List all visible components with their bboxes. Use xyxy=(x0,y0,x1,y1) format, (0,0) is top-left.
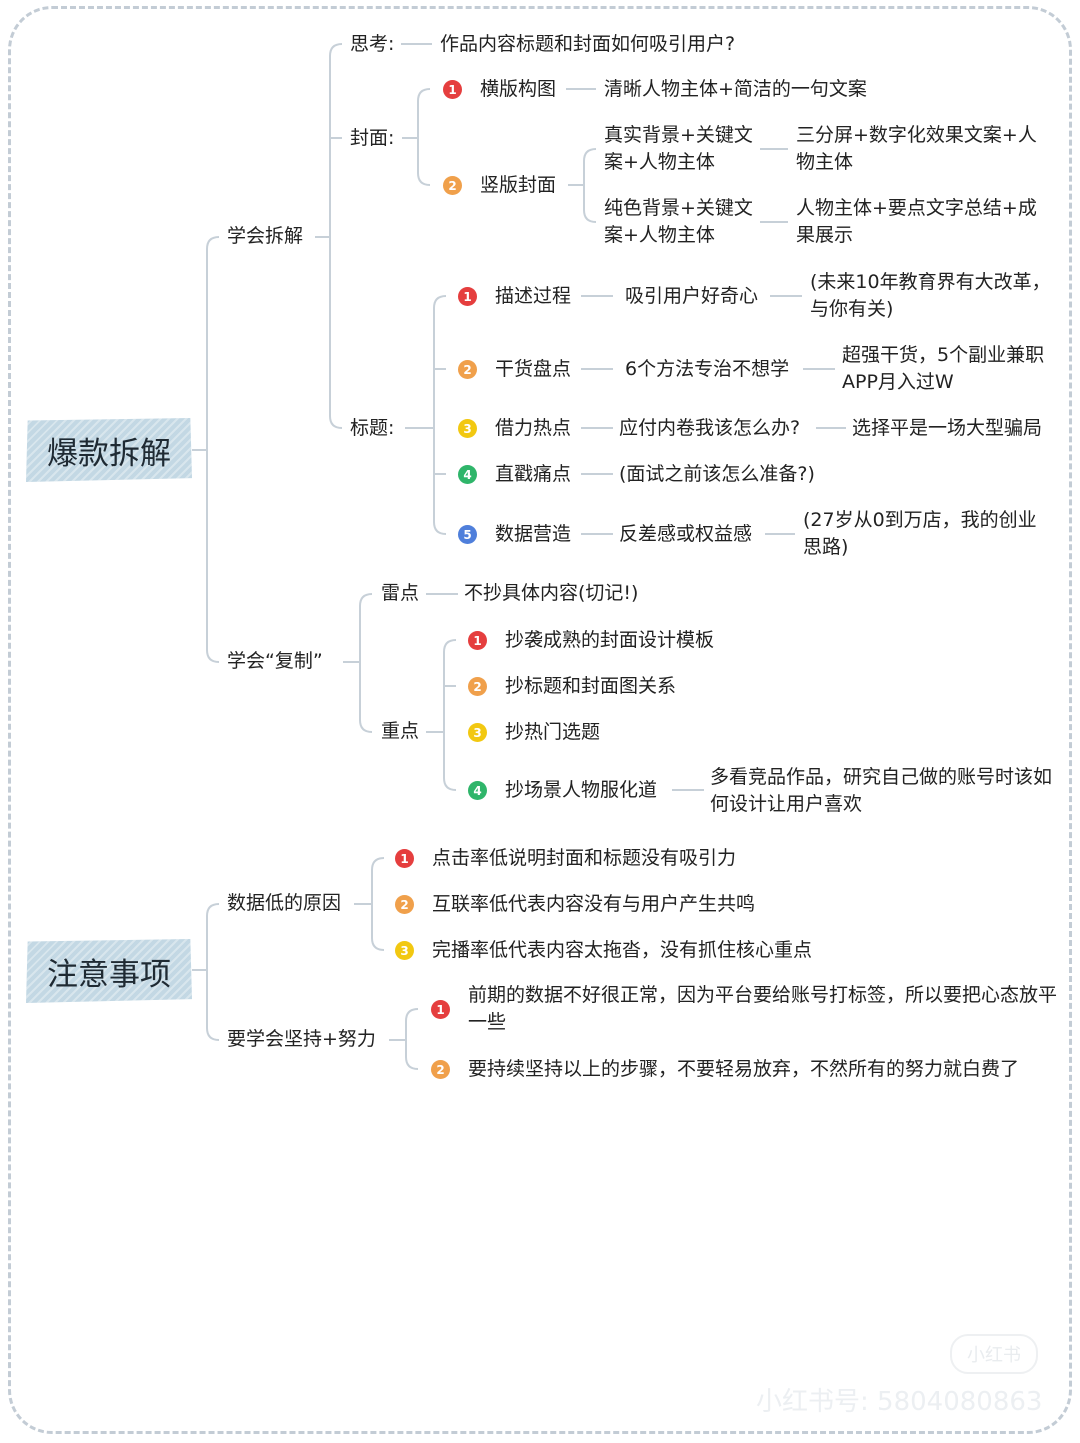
title-item-label: 直戳痛点 xyxy=(495,463,572,485)
watermark-logo: 小红书 xyxy=(950,1334,1038,1374)
title-item-label: 干货盘点 xyxy=(495,358,572,380)
number-badge-2-icon: 2 xyxy=(443,176,462,195)
number-badge-1-icon: 1 xyxy=(431,1000,450,1019)
node-mine: 雷点 xyxy=(381,582,420,604)
number-badge-1-icon: 1 xyxy=(468,631,487,650)
key-item: 抄场景人物服化道 xyxy=(505,779,658,801)
key-item-example: 多看竞品作品，研究自己做的账号时该如何设计让用户喜欢 xyxy=(710,766,1053,815)
node-vertical-a: 真实背景+关键文案+人物主体 xyxy=(604,124,753,173)
node-vertical-a-detail: 三分屏+数字化效果文案+人物主体 xyxy=(796,124,1037,173)
persist-item: 前期的数据不好很正常，因为平台要给账号打标签，所以要把心态放平一些 xyxy=(468,984,1058,1033)
node-vertical-b-detail: 人物主体+要点文字总结+成果展示 xyxy=(796,197,1037,246)
title-item-label: 借力热点 xyxy=(495,417,572,439)
title-item-mid: 应付内卷我该怎么办? xyxy=(619,417,801,439)
root-label: 注意事项 xyxy=(47,956,171,993)
node-vertical-cover: 竖版封面 xyxy=(480,174,557,196)
number-badge-4-icon: 4 xyxy=(468,781,487,800)
branch-xuehui-fuzhi: 学会“复制” xyxy=(227,650,323,672)
title-item-example: 选择平是一场大型骗局 xyxy=(852,417,1043,439)
root-label: 爆款拆解 xyxy=(47,435,171,472)
key-item: 抄袭成熟的封面设计模板 xyxy=(505,629,715,651)
title-item-mid: 6个方法专治不想学 xyxy=(625,358,790,380)
title-item-example: 超强干货，5个副业兼职APP月入过W xyxy=(842,344,1045,393)
key-item: 抄热门选题 xyxy=(505,721,601,743)
node-vertical-b: 纯色背景+关键文案+人物主体 xyxy=(604,197,753,246)
number-badge-5-icon: 5 xyxy=(458,525,477,544)
root-node-zhuyi: 注意事项 xyxy=(26,939,192,1003)
node-cover: 封面: xyxy=(350,127,395,149)
node-title: 标题: xyxy=(350,417,395,439)
number-badge-2-icon: 2 xyxy=(395,895,414,914)
number-badge-1-icon: 1 xyxy=(395,849,414,868)
number-badge-3-icon: 3 xyxy=(395,941,414,960)
number-badge-3-icon: 3 xyxy=(458,419,477,438)
node-think: 思考: xyxy=(350,33,395,55)
node-think-text: 作品内容标题和封面如何吸引用户? xyxy=(440,33,736,55)
title-item-example: (未来10年教育界有大改革，与你有关) xyxy=(810,271,1051,320)
key-item: 抄标题和封面图关系 xyxy=(505,675,677,697)
node-horizontal-cover: 横版构图 xyxy=(480,78,557,100)
low-data-item: 完播率低代表内容太拖沓，没有抓住核心重点 xyxy=(432,939,813,961)
node-mine-text: 不抄具体内容(切记!) xyxy=(464,582,639,604)
low-data-item: 互联率低代表内容没有与用户产生共鸣 xyxy=(432,893,756,915)
node-key: 重点 xyxy=(381,720,420,742)
number-badge-2-icon: 2 xyxy=(468,677,487,696)
branch-persist: 要学会坚持+努力 xyxy=(227,1028,376,1050)
number-badge-4-icon: 4 xyxy=(458,465,477,484)
persist-item: 要持续坚持以上的步骤，不要轻易放弃，不然所有的努力就白费了 xyxy=(468,1058,1020,1080)
root-node-baokuan: 爆款拆解 xyxy=(26,418,192,482)
title-item-example: (27岁从0到万店，我的创业思路) xyxy=(803,509,1037,558)
title-item-mid: (面试之前该怎么准备?) xyxy=(619,463,815,485)
title-item-label: 描述过程 xyxy=(495,285,572,307)
number-badge-3-icon: 3 xyxy=(468,723,487,742)
dashed-frame xyxy=(8,6,1072,1434)
title-item-mid: 反差感或权益感 xyxy=(619,523,753,545)
branch-xuehui-chaijie: 学会拆解 xyxy=(227,225,304,247)
low-data-item: 点击率低说明封面和标题没有吸引力 xyxy=(432,847,737,869)
node-horizontal-cover-text: 清晰人物主体+简洁的一句文案 xyxy=(604,78,867,100)
number-badge-1-icon: 1 xyxy=(443,80,462,99)
number-badge-1-icon: 1 xyxy=(458,287,477,306)
title-item-mid: 吸引用户好奇心 xyxy=(625,285,759,307)
title-item-label: 数据营造 xyxy=(495,523,572,545)
number-badge-2-icon: 2 xyxy=(458,360,477,379)
number-badge-2-icon: 2 xyxy=(431,1060,450,1079)
branch-low-data: 数据低的原因 xyxy=(227,892,342,914)
watermark-id: 小红书号: 5804080863 xyxy=(756,1387,1043,1417)
